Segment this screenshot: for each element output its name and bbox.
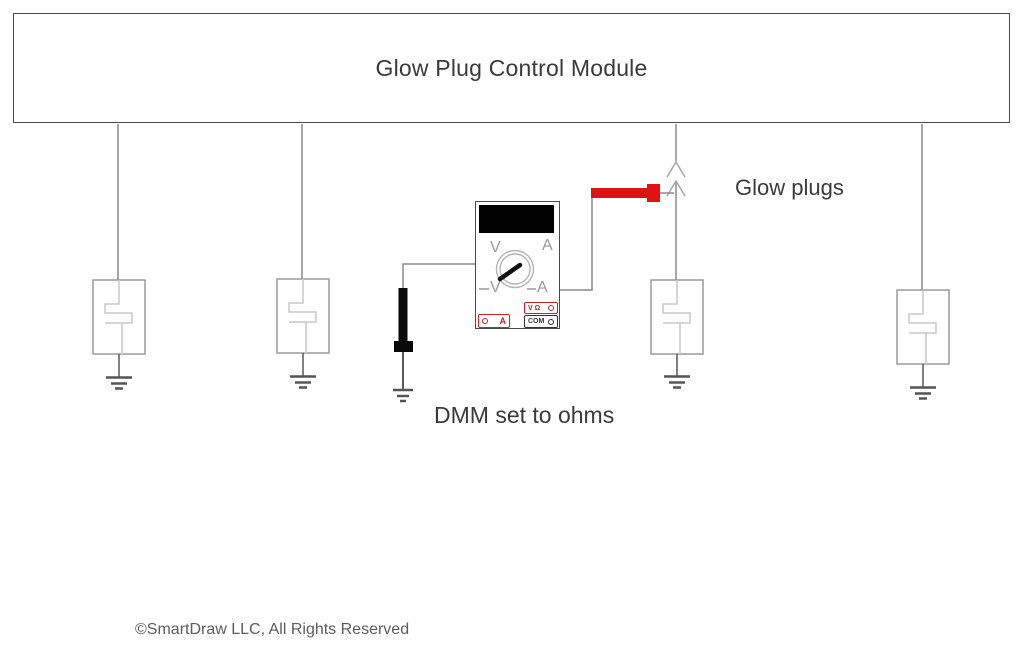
black-probe-base [394, 341, 413, 352]
dmm-setting-label: DMM set to ohms [434, 402, 615, 428]
glow-plug-4-element-icon [908, 290, 937, 364]
dmm-jack-common-label: COM [528, 318, 545, 325]
ground-symbol-3 [664, 354, 690, 389]
red-probe-handle [591, 188, 649, 198]
glow-plug-4-body [896, 289, 950, 365]
module-title: Glow Plug Control Module [375, 54, 648, 81]
glow-plug-3 [650, 279, 704, 355]
connector-chevron-lower-icon [666, 179, 686, 197]
glow-plug-1-element-icon [104, 280, 133, 354]
black-test-lead [394, 263, 475, 389]
ground-symbol-probe [393, 388, 413, 403]
red-lead-wire [560, 198, 593, 291]
glow-plug-3-element-icon [662, 280, 691, 354]
disconnected-connector [666, 160, 686, 197]
connector-chevron-upper-icon [666, 160, 686, 178]
glow-plug-3-body [650, 279, 704, 355]
red-test-lead [560, 184, 674, 291]
dmm-jack-ampere: A [478, 314, 510, 328]
glow-plug-1 [92, 279, 146, 355]
glow-plugs-label: Glow plugs [735, 175, 844, 200]
glow-plug-4 [896, 289, 950, 365]
glow-plug-1-body [92, 279, 146, 355]
glow-plug-2-body [276, 278, 330, 354]
dmm-dial-label-volts: V [490, 239, 501, 256]
dmm-jack-ampere-socket-icon [482, 318, 488, 324]
glow-plug-control-module-box: Glow Plug Control Module [13, 13, 1010, 123]
dmm-jack-common: COM [524, 315, 558, 328]
red-probe-tip [647, 184, 660, 202]
glow-plug-2-element-icon [288, 279, 317, 353]
ground-symbol-4 [910, 364, 936, 400]
dmm-dial-label-amps-ac: A [537, 279, 548, 296]
copyright-notice: ©SmartDraw LLC, All Rights Reserved [135, 621, 410, 638]
ground-symbol-2 [290, 353, 316, 389]
dmm-dial-label-amps: A [542, 237, 553, 254]
black-lead-wire [402, 263, 475, 289]
dmm-jack-volt-ohm-socket-icon [548, 305, 554, 311]
dmm-jack-volt-ohm-label: V Ω [528, 304, 541, 312]
dmm-multimeter: V A V A V Ω COM A [475, 201, 560, 329]
dmm-jack-volt-ohm: V Ω [524, 302, 558, 314]
dmm-dial-label-volts-ac: V [490, 279, 501, 296]
dmm-jack-ampere-label: A [499, 315, 507, 326]
glow-plug-2 [276, 278, 330, 354]
ground-symbol-1 [106, 354, 132, 390]
dmm-jack-common-socket-icon [548, 318, 554, 325]
dmm-display [479, 205, 554, 233]
black-probe-handle [398, 288, 408, 342]
